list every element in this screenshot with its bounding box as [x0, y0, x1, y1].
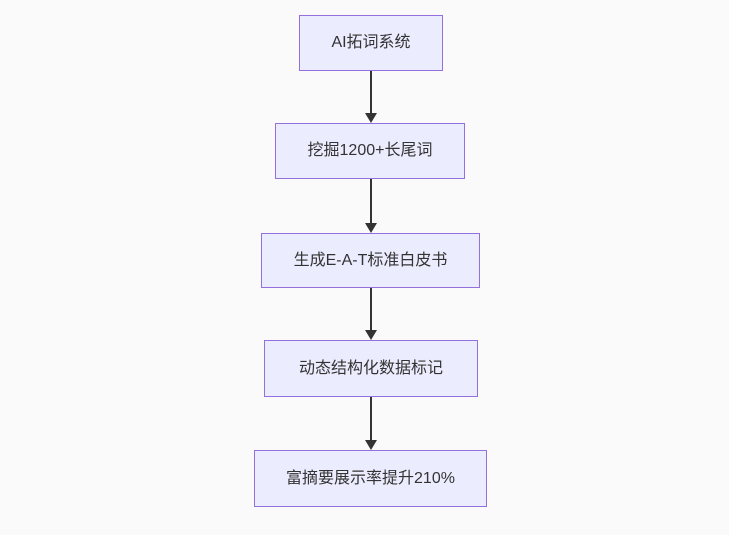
edge-line — [370, 397, 372, 441]
arrowhead-down-icon — [365, 440, 377, 450]
flow-edge-c-d — [365, 288, 377, 340]
flow-edge-b-c — [365, 179, 377, 233]
arrowhead-down-icon — [365, 113, 377, 123]
flow-node-longtail-mining: 挖掘1200+长尾词 — [275, 123, 465, 179]
flow-node-ai-keyword-system: AI拓词系统 — [299, 15, 443, 71]
edge-line — [370, 288, 372, 331]
arrowhead-down-icon — [365, 330, 377, 340]
flow-edge-d-e — [365, 397, 377, 450]
edge-line — [370, 71, 372, 114]
arrowhead-down-icon — [365, 223, 377, 233]
flow-node-rich-snippet-uplift: 富摘要展示率提升210% — [254, 450, 487, 507]
edge-line — [370, 179, 372, 224]
flow-edge-a-b — [365, 71, 377, 123]
flow-node-structured-data-markup: 动态结构化数据标记 — [264, 340, 478, 397]
flow-node-eat-whitepaper: 生成E-A-T标准白皮书 — [261, 233, 480, 288]
